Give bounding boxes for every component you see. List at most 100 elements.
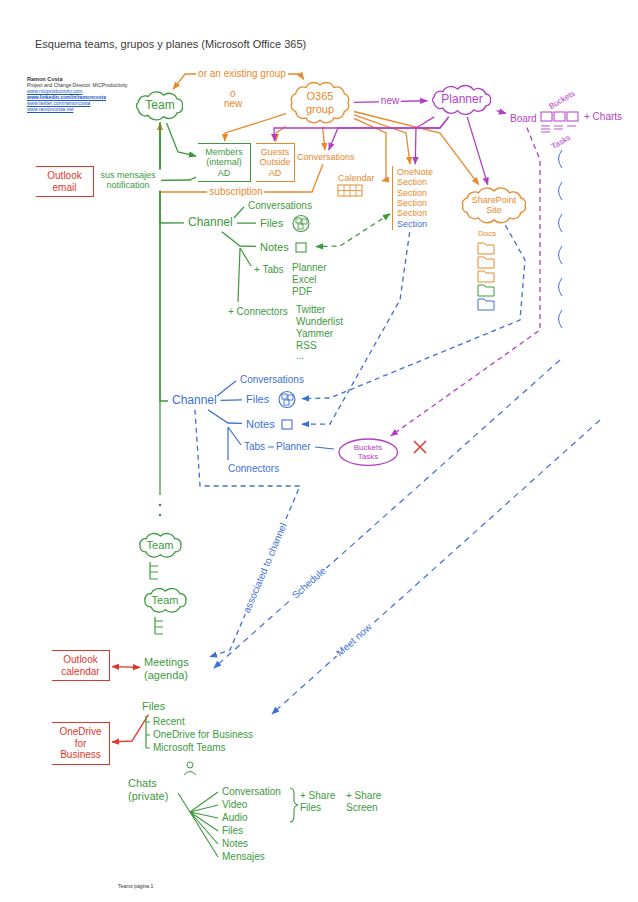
folder-icon <box>478 257 494 268</box>
node-text: Section <box>397 188 433 198</box>
connector <box>167 123 196 156</box>
node-text: Guests Outside AD <box>258 147 292 178</box>
connector <box>391 128 540 436</box>
cloud-outline <box>433 86 491 115</box>
channel-branch <box>217 381 334 460</box>
annotation: Notes <box>222 838 248 850</box>
cloud-node: Team <box>136 532 185 559</box>
connector <box>112 715 148 742</box>
node-text: Outlook email <box>39 170 90 193</box>
text-node: Notes <box>258 240 314 255</box>
folder-icon <box>478 271 494 282</box>
files-icon <box>288 395 293 400</box>
annotation: + Connectors <box>228 306 288 318</box>
annotation: + Tabs <box>254 264 284 276</box>
node-text: Notes <box>246 418 298 431</box>
connector <box>237 222 256 223</box>
cloud-node: Team <box>141 587 190 614</box>
text-node: Notes <box>244 417 300 432</box>
team-tree <box>150 562 158 579</box>
node-text: Board <box>510 113 537 125</box>
node-text: Channel <box>172 394 217 408</box>
connector <box>497 111 506 114</box>
connector <box>160 123 184 223</box>
section-list: OneNoteSectionSectionSectionSectionSecti… <box>392 166 437 230</box>
annotation: Conversations <box>240 374 304 386</box>
box-node: Outlook calendar <box>52 650 110 681</box>
node-text: Buckets <box>354 443 382 452</box>
connector-label: sus mensajes notification <box>95 170 161 191</box>
annotation: www.linkedin.com/in/ramoncosta <box>27 95 106 101</box>
text-node: Files <box>244 392 300 407</box>
node-text: Team <box>145 99 174 113</box>
annotation: ... <box>296 350 304 362</box>
node-text: Files <box>260 217 312 230</box>
box-node: Guests Outside AD <box>256 143 295 182</box>
meet-now-arrow <box>272 420 600 714</box>
annotation: Connectors <box>228 463 279 475</box>
connector <box>302 225 525 398</box>
node-text: Calendar <box>338 173 378 183</box>
annotation: + Share Files <box>300 790 340 813</box>
node-text: Outlook calendar <box>55 654 106 677</box>
node-text: OneNote <box>397 167 433 177</box>
annotation: Buckets <box>547 89 576 111</box>
people-icon <box>184 772 196 776</box>
node-text: Section <box>397 177 433 187</box>
connector <box>467 117 488 185</box>
connector <box>274 117 449 141</box>
annotation: Excel <box>292 274 316 286</box>
node-text: Meetings (agenda) <box>144 656 206 681</box>
annotation: Tasks <box>550 133 572 151</box>
notes-icon <box>282 420 292 429</box>
node-text: Team <box>147 539 174 552</box>
annotation: Mensajes <box>222 851 265 863</box>
folder-icon <box>478 285 494 296</box>
node-text: Section <box>397 219 433 229</box>
node-text: O365 group <box>300 90 340 115</box>
text-node: Chats (private) <box>126 776 180 803</box>
node-text: Planner <box>441 93 482 107</box>
folder-icon <box>478 299 494 310</box>
text-node: Channel <box>186 216 235 230</box>
connector <box>222 232 256 247</box>
files-icon <box>302 219 307 224</box>
brace <box>290 788 298 822</box>
files-icon <box>298 224 303 229</box>
annotation: RSS <box>296 340 317 352</box>
text-node: Channel <box>170 394 219 408</box>
connector-label: or an existing group <box>196 68 288 80</box>
diagram-title: Esquema teams, grupos y planes (Microsof… <box>35 38 306 51</box>
text-node: Meetings (agenda) <box>142 655 208 682</box>
annotation: Tabs <box>244 441 265 453</box>
annotation: o <box>230 88 236 100</box>
cloud-node: Team <box>133 91 186 121</box>
footer-caption: Teams página 1 <box>118 884 153 890</box>
connector-label: new <box>379 95 401 107</box>
calendar-icon <box>338 185 362 196</box>
connector <box>208 410 242 424</box>
cloud-outline <box>291 83 349 123</box>
annotation: Planner <box>292 262 326 274</box>
bucket-icon <box>541 112 552 121</box>
connector-label: subscription <box>207 186 264 198</box>
bucket-icon <box>567 112 578 121</box>
node-text: Members (internal) AD <box>201 147 247 178</box>
files-icon <box>293 216 309 232</box>
annotation: Audio <box>222 812 248 824</box>
annotation: new <box>224 98 242 110</box>
connector <box>415 117 434 164</box>
people-icon <box>187 762 193 768</box>
annotation: OneDrive for Business <box>153 729 253 741</box>
task-icon <box>541 126 576 132</box>
cloud-node: Planner <box>429 85 494 115</box>
connector <box>316 214 390 247</box>
files-icon <box>284 400 289 405</box>
annotation: Conversation <box>222 786 281 798</box>
annotation: Microsoft Teams <box>153 742 226 754</box>
annotation: Docs <box>478 229 496 238</box>
annotation: Ramon Costa <box>27 76 62 82</box>
cloud-outline <box>139 533 180 557</box>
node-text: Section <box>397 198 433 208</box>
cloud-outline <box>137 92 183 120</box>
